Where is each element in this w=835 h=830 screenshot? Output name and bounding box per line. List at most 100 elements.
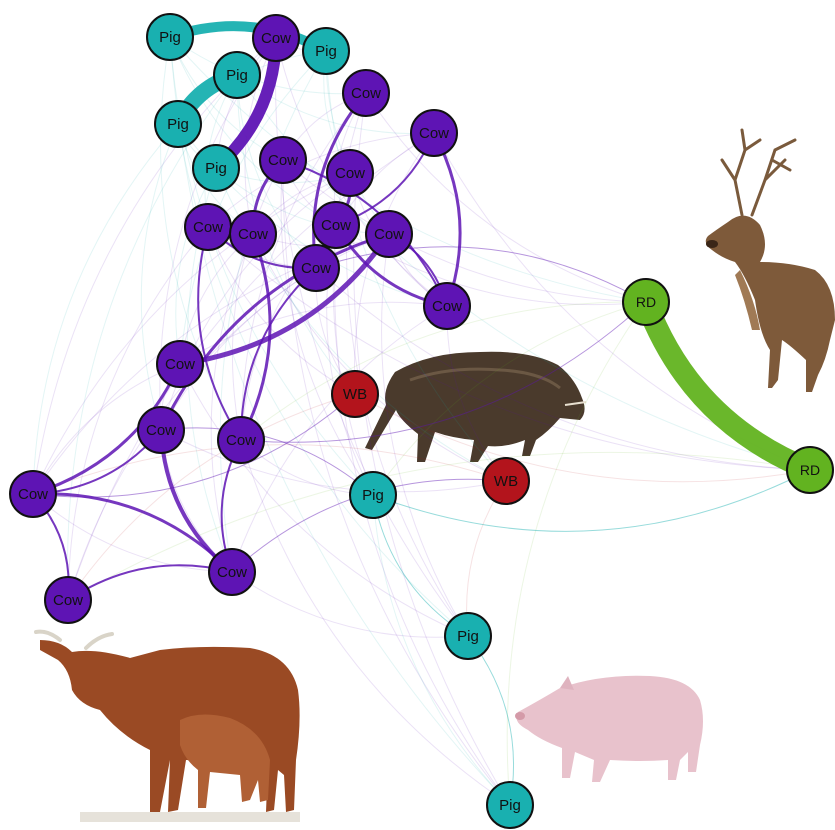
node-label: Cow: [193, 219, 223, 236]
faint-link: [160, 172, 351, 431]
node-circle: [9, 470, 57, 518]
node-label: Cow: [419, 125, 449, 142]
faint-link: [506, 301, 647, 806]
node-label: Cow: [53, 592, 83, 609]
faint-link: [231, 305, 448, 573]
node-cow4: Cow: [259, 136, 307, 184]
node-wb2: WB: [482, 457, 530, 505]
node-circle: [252, 14, 300, 62]
faint-link: [236, 74, 435, 135]
faint-link: [207, 132, 435, 228]
node-pig8: Pig: [486, 781, 534, 829]
faint-link: [160, 429, 507, 493]
faint-link: [240, 439, 511, 806]
faint-link: [231, 159, 284, 441]
faint-link: [325, 50, 507, 482]
node-cow6: Cow: [184, 203, 232, 251]
node-circle: [44, 576, 92, 624]
faint-link: [280, 159, 374, 496]
node-cow13: Cow: [137, 406, 185, 454]
node-pig4: Pig: [154, 100, 202, 148]
faint-link: [274, 37, 469, 637]
node-label: RD: [636, 294, 656, 310]
node-pig6: Pig: [349, 471, 397, 519]
faint-link: [32, 493, 233, 573]
link-cow15-wb1: [32, 393, 356, 498]
link-cow15-cow16: [31, 492, 234, 574]
node-circle: [312, 201, 360, 249]
link-cow13-pig6: [160, 427, 374, 496]
node-circle: [292, 244, 340, 292]
domestic-pig-illustration: [515, 675, 703, 782]
node-label: Pig: [226, 67, 248, 84]
cow-and-calf-illustration: [34, 629, 300, 822]
node-cow8: Cow: [312, 201, 360, 249]
node-label: Pig: [499, 797, 521, 814]
link-cow10-rd1: [315, 246, 647, 303]
faint-link: [179, 363, 469, 637]
node-wb1: WB: [331, 370, 379, 418]
link-cow14-rd1: [240, 301, 647, 443]
node-label: Cow: [432, 298, 462, 315]
node-cow15: Cow: [9, 470, 57, 518]
faint-link: [325, 50, 390, 235]
node-label: Cow: [261, 30, 291, 47]
node-cow17: Cow: [44, 576, 92, 624]
faint-link: [315, 267, 811, 471]
link-cow9-cow12: [177, 231, 392, 367]
node-rd1: RD: [622, 278, 670, 326]
node-circle: [192, 144, 240, 192]
faint-link: [372, 494, 511, 806]
node-circle: [229, 210, 277, 258]
node-circle: [154, 100, 202, 148]
node-label: Pig: [167, 116, 189, 133]
faint-link: [381, 233, 469, 637]
node-label: Cow: [335, 165, 365, 182]
faint-link: [32, 363, 181, 495]
faint-link: [372, 301, 647, 496]
node-cow5: Cow: [326, 149, 374, 197]
link-cow10-cow14: [239, 267, 317, 441]
node-circle: [137, 406, 185, 454]
faint-link: [67, 393, 356, 601]
link-rd1-rd2: [635, 291, 821, 481]
faint-link: [354, 393, 811, 483]
red-deer-illustration: [705, 128, 835, 392]
node-label: Cow: [146, 422, 176, 439]
node-label: Cow: [351, 85, 381, 102]
faint-link: [353, 92, 511, 806]
node-circle: [302, 27, 350, 75]
faint-link: [175, 167, 217, 365]
node-label: Cow: [217, 564, 247, 581]
faint-link: [32, 172, 351, 495]
node-circle: [444, 612, 492, 660]
node-label: WB: [494, 473, 518, 490]
node-label: Cow: [238, 226, 268, 243]
faint-link: [207, 226, 356, 395]
node-circle: [482, 457, 530, 505]
node-circle: [423, 282, 471, 330]
node-cow3: Cow: [410, 109, 458, 157]
faint-link: [240, 301, 647, 441]
node-pig3: Pig: [302, 27, 350, 75]
node-circle: [486, 781, 534, 829]
faint-link: [236, 74, 317, 269]
node-label: Cow: [374, 226, 404, 243]
node-label: RD: [800, 462, 820, 478]
node-circle: [259, 136, 307, 184]
faint-link: [282, 159, 511, 806]
link-cow12-cow15: [31, 362, 182, 496]
faint-link: [240, 92, 367, 441]
node-cow16: Cow: [208, 548, 256, 596]
node-circle: [146, 13, 194, 61]
node-label: WB: [343, 386, 367, 403]
node-circle: [331, 370, 379, 418]
faint-link: [207, 226, 811, 471]
node-cow11: Cow: [423, 282, 471, 330]
faint-link: [282, 159, 647, 303]
node-label: Pig: [159, 29, 181, 46]
faint-link: [67, 451, 811, 601]
node-label: Pig: [457, 628, 479, 645]
faint-link: [32, 444, 507, 495]
